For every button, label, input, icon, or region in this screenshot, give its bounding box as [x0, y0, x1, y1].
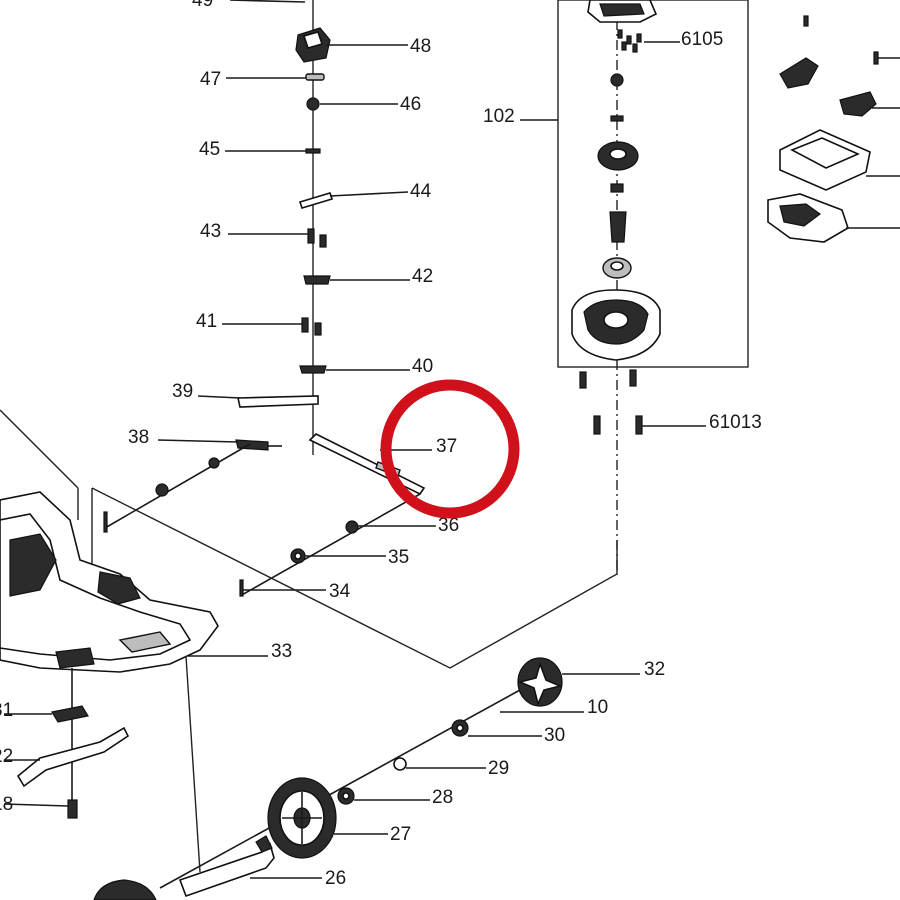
callout-45: 45 — [199, 139, 220, 160]
rear-link-line — [185, 655, 201, 873]
part-32-hubcap — [517, 657, 563, 707]
motor-mount-bolts — [579, 369, 643, 435]
leader-44 — [329, 191, 409, 197]
callout-26: 26 — [325, 868, 346, 889]
motor-base-housing — [571, 289, 661, 361]
leader-49 — [229, 0, 306, 3]
callout-49: 49 — [192, 0, 213, 11]
part-26-axle-bracket — [178, 835, 275, 898]
callout-18: 18 — [0, 794, 13, 815]
right-switch-box — [779, 129, 900, 191]
callout-37: 37 — [436, 436, 457, 457]
callout-48: 48 — [410, 36, 431, 57]
callout-46: 46 — [400, 94, 421, 115]
motor-top-cover — [587, 0, 658, 23]
part-18-bolt — [67, 799, 78, 819]
motor-assembly-box — [557, 0, 749, 368]
deck-edge-line — [0, 409, 79, 489]
highlight-circle — [380, 379, 520, 519]
leader-18 — [3, 803, 69, 807]
callout-47: 47 — [200, 69, 221, 90]
part-46-knob — [306, 97, 320, 111]
callout-44: 44 — [410, 181, 432, 202]
part-41-bolts — [301, 317, 322, 336]
callout-41: 41 — [196, 311, 217, 332]
part-40-washer — [299, 365, 327, 374]
callout-27: 27 — [390, 824, 411, 845]
callout-36: 36 — [438, 515, 459, 536]
motor-spacer — [610, 183, 624, 193]
part-42-clip — [303, 275, 331, 285]
callout-22: 22 — [0, 746, 13, 767]
mower-deck — [0, 491, 219, 673]
callout-102: 102 — [483, 106, 515, 127]
callout-42: 42 — [412, 266, 433, 287]
leader-38 — [157, 439, 239, 443]
front-wheel-partial — [93, 879, 157, 900]
callout-38: 38 — [128, 427, 149, 448]
part-6105-screws — [617, 29, 642, 53]
callout-31: 31 — [0, 700, 13, 721]
right-screw-2 — [873, 51, 900, 65]
adjust-axle-line — [239, 493, 421, 597]
left-axle-line — [104, 443, 251, 529]
part-29-washer — [393, 757, 407, 771]
left-nut — [208, 457, 220, 469]
part-39-bar — [237, 395, 319, 408]
right-switch-housing — [767, 193, 900, 243]
callout-39: 39 — [172, 381, 193, 402]
part-31-adapter — [51, 705, 89, 723]
right-clip-part — [779, 57, 819, 89]
part-22-blade — [16, 726, 130, 788]
part-27-wheel — [267, 777, 337, 859]
callout-10: 10 — [587, 697, 608, 718]
motor-shaft — [609, 211, 627, 243]
callout-43: 43 — [200, 221, 221, 242]
callout-28: 28 — [432, 787, 453, 808]
leader-39 — [197, 395, 241, 399]
callout-33: 33 — [271, 641, 292, 662]
callout-30: 30 — [544, 725, 565, 746]
part-47-pin — [305, 73, 325, 81]
right-bracket-part — [839, 91, 900, 117]
callout-61013: 61013 — [709, 412, 762, 433]
part-43-bolts — [307, 228, 327, 248]
motor-washer-small — [610, 115, 624, 122]
part-36-nut — [345, 520, 359, 534]
motor-bearing — [602, 257, 632, 279]
part-37-lever — [308, 433, 426, 496]
right-screw-top — [803, 15, 809, 27]
motor-nut — [610, 73, 624, 87]
callout-35: 35 — [388, 547, 409, 568]
left-pin — [103, 511, 108, 533]
left-washer — [155, 483, 169, 497]
rear-axle-line — [159, 689, 521, 889]
part-34-pin — [239, 579, 244, 597]
motor-pulley — [597, 141, 639, 171]
part-48-clip — [295, 27, 331, 63]
callout-34: 34 — [329, 581, 351, 602]
part-44-rod — [298, 192, 334, 209]
callout-29: 29 — [488, 758, 509, 779]
callout-32: 32 — [644, 659, 665, 680]
callout-40: 40 — [412, 356, 433, 377]
part-45-washer — [305, 148, 321, 154]
callout-6105: 6105 — [681, 29, 723, 50]
